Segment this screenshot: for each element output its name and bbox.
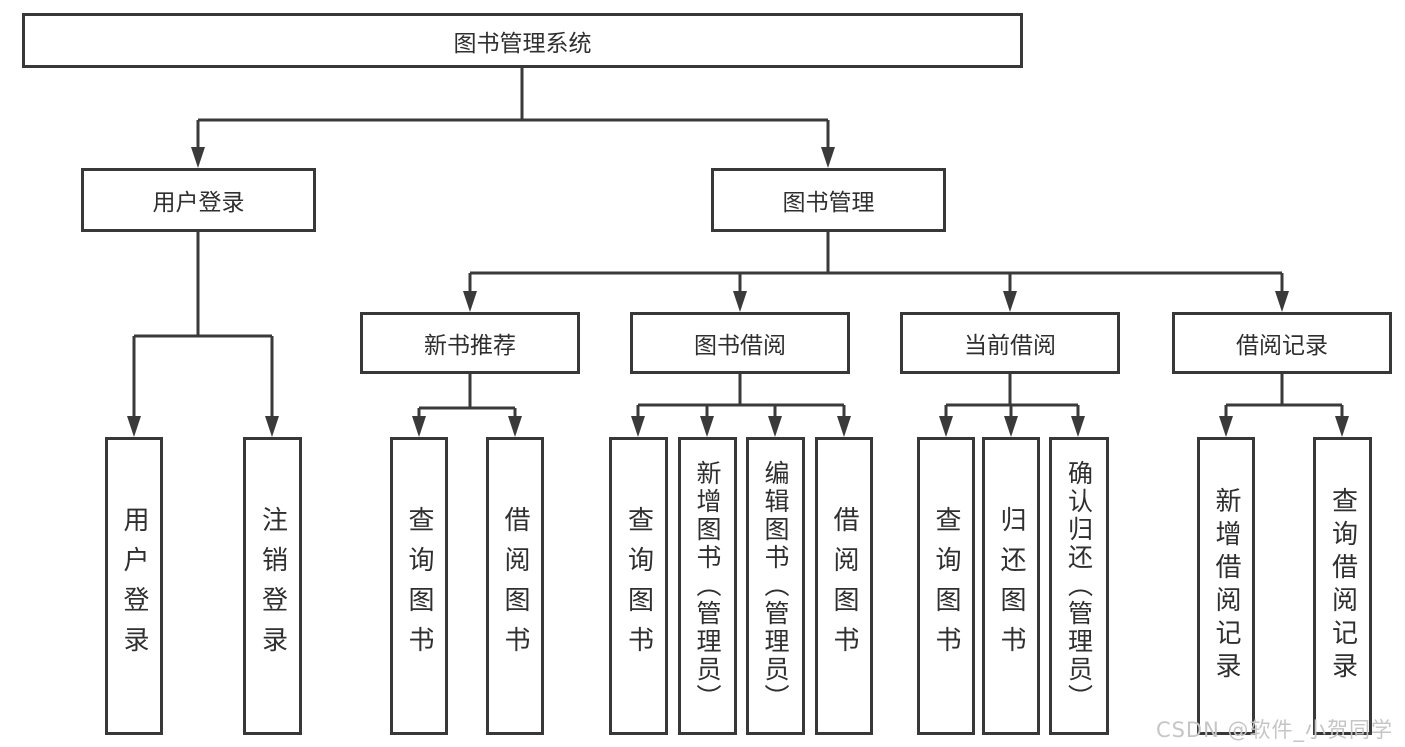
- node-borrow-records: 借阅记录: [1172, 312, 1392, 374]
- leaf-records-add-record: 新增借阅记录: [1197, 437, 1255, 735]
- node-current-borrow: 当前借阅: [900, 312, 1120, 374]
- arrowhead: [127, 416, 141, 437]
- leaf-current-return-book: 归还图书: [982, 437, 1040, 735]
- node-book-management: 图书管理: [711, 168, 946, 232]
- leaf-recommend-query-book-label: 查询图书: [404, 506, 434, 666]
- leaf-current-return-book-label: 归还图书: [996, 506, 1026, 666]
- arrowhead: [631, 416, 645, 437]
- leaf-borrow-edit-book-admin: 编辑图书（管理员）: [746, 437, 805, 735]
- leaf-current-query-book-label: 查询图书: [931, 506, 961, 666]
- arrowhead: [733, 291, 747, 312]
- arrowhead: [1219, 416, 1233, 437]
- leaf-borrow-query-book-label: 查询图书: [623, 506, 654, 666]
- leaf-borrow-add-book-admin-label: 新增图书（管理员）: [693, 460, 722, 712]
- leaf-records-query-record: 查询借阅记录: [1313, 437, 1372, 735]
- leaf-current-confirm-return-admin-label: 确认归还（管理员）: [1064, 460, 1094, 712]
- connector-records-to-leaves: [1224, 374, 1344, 433]
- leaf-logout-label: 注销登录: [257, 506, 288, 666]
- connector-login-to-leaves: [132, 232, 274, 433]
- leaf-current-query-book: 查询图书: [917, 437, 975, 735]
- node-new-book-recommend-label: 新书推荐: [424, 333, 516, 359]
- csdn-watermark: CSDN @软件_小贺同学: [1155, 718, 1393, 742]
- node-root: 图书管理系统: [22, 13, 1023, 68]
- arrowhead: [508, 416, 522, 437]
- leaf-logout: 注销登录: [243, 437, 302, 735]
- leaf-recommend-borrow-book-label: 借阅图书: [500, 506, 530, 666]
- node-root-label: 图书管理系统: [453, 30, 592, 57]
- node-current-borrow-label: 当前借阅: [964, 333, 1056, 359]
- arrowhead: [1335, 416, 1349, 437]
- leaf-borrow-query-book: 查询图书: [609, 437, 668, 735]
- arrowhead: [700, 416, 714, 437]
- arrowhead: [1003, 291, 1017, 312]
- arrowhead: [939, 416, 953, 437]
- leaf-records-query-record-label: 查询借阅记录: [1327, 487, 1358, 685]
- leaf-borrow-borrow-book: 借阅图书: [815, 437, 873, 735]
- connector-mgmt-to-level3: [468, 232, 1284, 308]
- arrowhead: [1071, 416, 1085, 437]
- node-borrow-records-label: 借阅记录: [1236, 333, 1328, 359]
- connector-borrow-to-leaves: [636, 374, 846, 433]
- leaf-records-add-record-label: 新增借阅记录: [1211, 487, 1241, 685]
- connector-recommend-to-leaves: [417, 374, 517, 433]
- arrowhead: [837, 416, 851, 437]
- node-book-management-label: 图书管理: [782, 190, 875, 216]
- arrowhead: [821, 147, 835, 168]
- leaf-current-confirm-return-admin: 确认归还（管理员）: [1049, 437, 1109, 735]
- connector-root-to-level2: [196, 67, 830, 164]
- node-user-login-group: 用户登录: [81, 168, 316, 232]
- leaf-borrow-borrow-book-label: 借阅图书: [829, 506, 859, 666]
- leaf-borrow-edit-book-admin-label: 编辑图书（管理员）: [761, 460, 790, 712]
- arrowhead: [265, 416, 279, 437]
- leaf-recommend-query-book: 查询图书: [390, 437, 448, 735]
- leaf-user-login: 用户登录: [105, 437, 163, 735]
- leaf-borrow-add-book-admin: 新增图书（管理员）: [678, 437, 737, 735]
- arrowhead: [768, 416, 782, 437]
- node-book-borrow-label: 图书借阅: [694, 333, 786, 359]
- node-user-login-group-label: 用户登录: [152, 190, 245, 216]
- arrowhead: [1275, 291, 1289, 312]
- node-book-borrow: 图书借阅: [630, 312, 850, 374]
- arrowhead: [463, 291, 477, 312]
- node-new-book-recommend: 新书推荐: [360, 312, 580, 374]
- arrowhead: [1004, 416, 1018, 437]
- arrowhead: [191, 147, 205, 168]
- leaf-recommend-borrow-book: 借阅图书: [486, 437, 544, 735]
- leaf-user-login-label: 用户登录: [119, 506, 149, 666]
- arrowhead: [412, 416, 426, 437]
